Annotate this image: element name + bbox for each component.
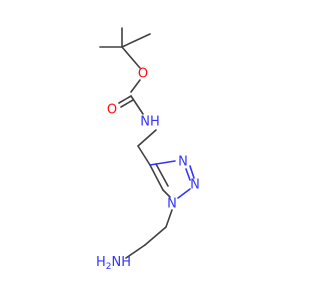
bond-nh-to-ch2: [137, 129, 157, 147]
bond-ch2-to-ring: [137, 145, 151, 166]
triazole-n1-label: N: [167, 197, 177, 212]
bond-tbu-to-oxygen: [121, 46, 141, 69]
ring-bond-c4-c5: [149, 164, 164, 191]
amine-n: NH: [112, 255, 132, 270]
ring-bond-c4-n3: [149, 160, 176, 166]
amine-label: H2NH: [96, 255, 131, 272]
amine-h-prefix: H: [96, 255, 106, 270]
bond-carbonyl-double-a: [118, 95, 132, 104]
amine-subscript: 2: [106, 262, 112, 272]
bond-tbu-methyl-right: [121, 33, 151, 48]
structure-diagram: O O NH N N N H2NH: [96, 27, 200, 272]
ring-bond-n3-n2-double-b: [185, 168, 191, 181]
bond-oxygen-to-carbonyl: [130, 79, 141, 93]
carbamate-nh-label: NH: [140, 115, 160, 130]
bond-n1-to-ch2: [165, 209, 173, 228]
ester-oxygen-label: O: [138, 67, 148, 82]
bonds: [99, 27, 195, 259]
triazole-n3-label: N: [178, 155, 188, 170]
ring-bond-c4-c5-double: [155, 163, 169, 187]
bond-carbonyl-double-b: [120, 99, 134, 108]
atom-labels: O O NH N N N H2NH: [96, 67, 200, 272]
carbonyl-oxygen-label: O: [107, 103, 117, 118]
ring-bond-n2-n1: [177, 188, 191, 199]
ring-bond-n3-n2-double-a: [189, 165, 195, 179]
bond-ch2-to-amine: [125, 244, 146, 259]
bond-ch2-to-ch2: [144, 226, 167, 246]
triazole-n2-label: N: [190, 178, 200, 193]
ring-bond-c5-n1: [162, 189, 171, 198]
bond-carbonyl-to-nh: [130, 95, 144, 115]
